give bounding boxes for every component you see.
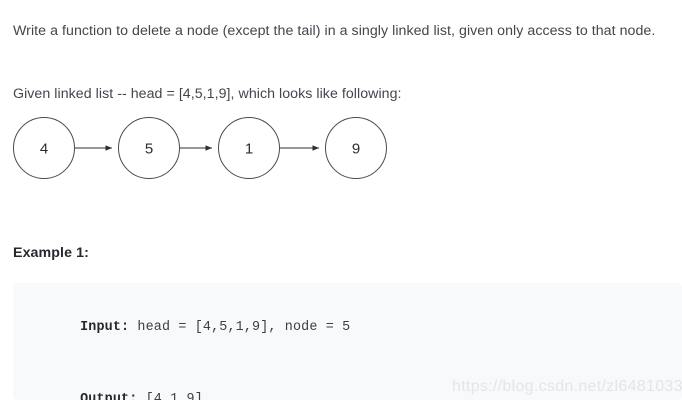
code-text-output: [4,1,9] <box>137 392 203 400</box>
list-node-circle-2 <box>218 117 280 179</box>
code-label-output: Output: <box>80 392 138 400</box>
list-node-label-2: 1 <box>245 141 253 158</box>
list-node-circle-1 <box>118 117 180 179</box>
list-node-circle-3 <box>325 117 387 179</box>
code-line-input: Input: head = [4,5,1,9], node = 5 <box>31 292 682 364</box>
list-node-label-3: 9 <box>352 141 360 158</box>
example-heading: Example 1: <box>13 245 89 261</box>
example-code-block: Input: head = [4,5,1,9], node = 5 Output… <box>13 283 682 400</box>
list-node-circle-0 <box>13 117 75 179</box>
paragraph-intro: Write a function to delete a node (excep… <box>13 23 656 40</box>
code-label-input: Input: <box>80 320 130 335</box>
code-line-output: Output: [4,1,9] <box>31 364 682 400</box>
linked-list-diagram: 4 5 1 9 <box>0 108 420 194</box>
list-node-label-1: 5 <box>145 141 153 158</box>
code-text-input: head = [4,5,1,9], node = 5 <box>129 320 351 335</box>
paragraph-given-linked-list: Given linked list -- head = [4,5,1,9], w… <box>13 86 402 103</box>
list-node-label-0: 4 <box>40 141 48 158</box>
